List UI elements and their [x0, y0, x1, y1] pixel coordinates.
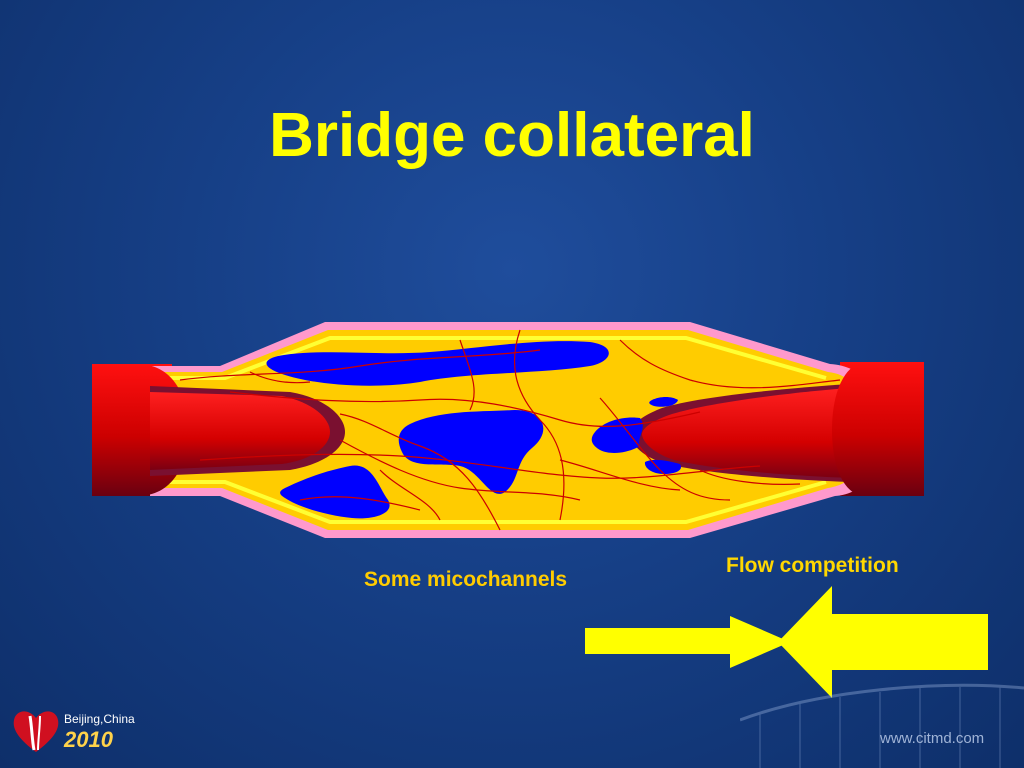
arrow-left — [778, 586, 988, 698]
arrow-right — [585, 616, 790, 668]
logo-city-text: Beijing,China — [64, 712, 135, 726]
flow-competition-label: Flow competition — [726, 554, 899, 577]
logo-year-text: 2010 — [64, 727, 113, 752]
microchannels-label: Some micochannels — [364, 568, 568, 591]
channel-right-top — [649, 397, 678, 407]
bridge-decoration — [740, 683, 1024, 768]
channel-bottom-left — [280, 465, 390, 519]
conference-logo — [13, 711, 59, 752]
left-stump — [150, 392, 330, 470]
watermark-url: www.citmd.com — [880, 730, 985, 747]
slide-title: Bridge collateral — [269, 101, 755, 170]
right-stump — [642, 388, 850, 478]
channel-center — [398, 410, 544, 494]
